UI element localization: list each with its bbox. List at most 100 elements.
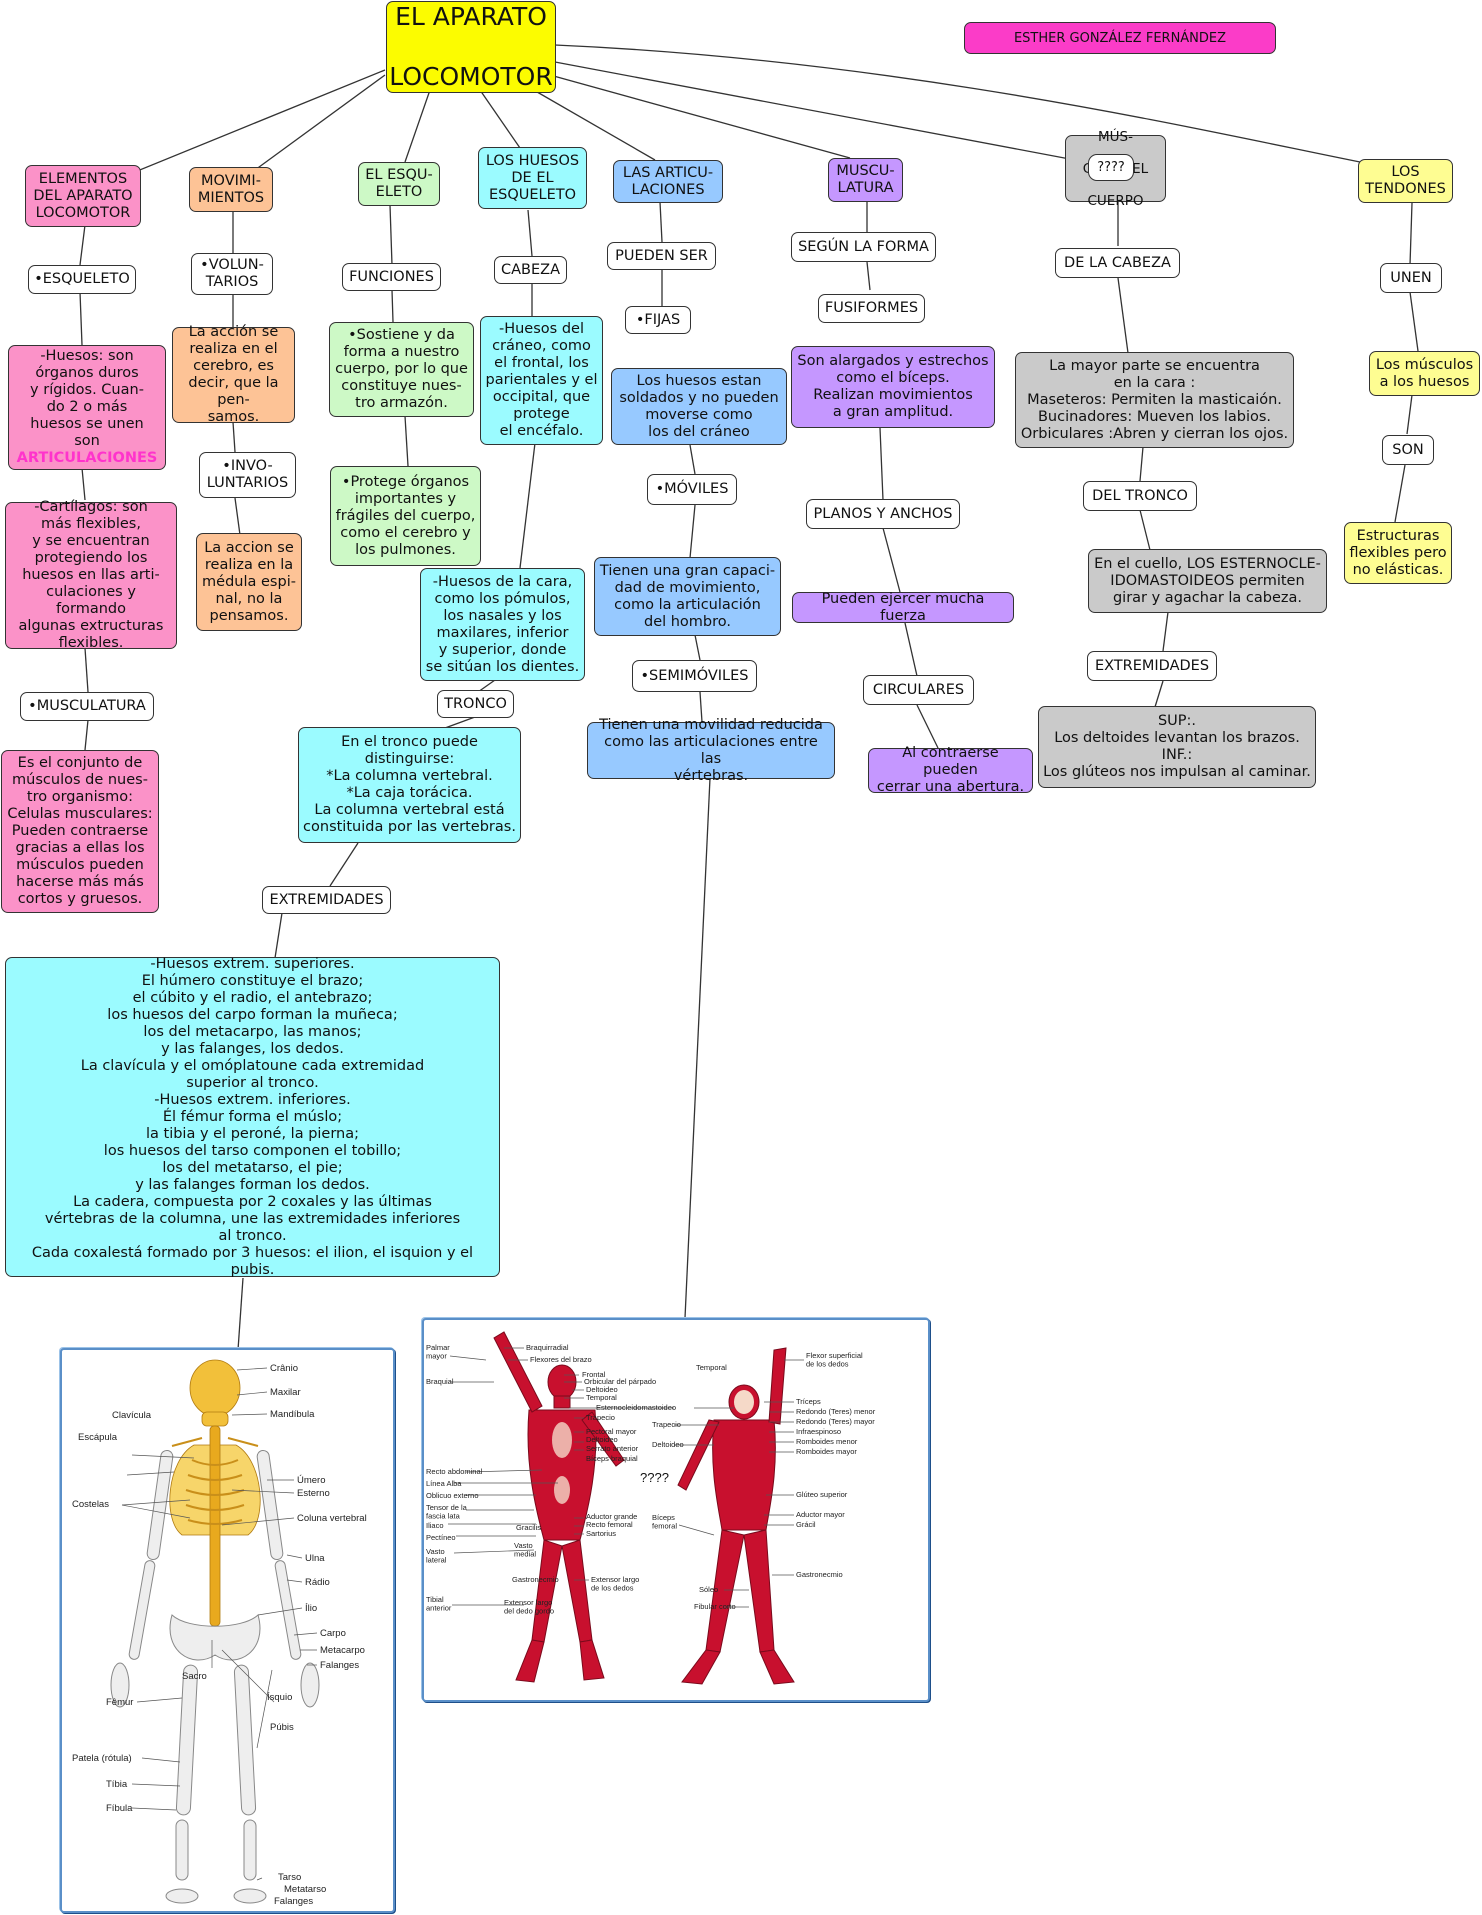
label-esterno: Esterno [297,1488,330,1499]
circulares-description: Al contraerse pueden cerrar una abertura… [868,745,1033,795]
tendones-header[interactable]: LOS TENDONES [1358,159,1453,203]
m-label-deltoideo-back: Deltoideo [652,1440,684,1449]
cabeza-item[interactable]: CABEZA [494,256,567,284]
m-label-trapecio-back: Trapecio [652,1420,681,1429]
page-title: EL APARATO LOCOMOTOR [386,1,556,93]
sostiene-description: •Sostiene y da forma a nuestro cuerpo, p… [329,322,474,417]
semimoviles-item[interactable]: •SEMIMÓVILES [632,660,757,692]
cara-description: -Huesos de la cara, como los pómulos, lo… [420,568,585,681]
pueden-ser-item[interactable]: PUEDEN SER [607,242,716,270]
m-label-esternocleidomastoideo: Esternocleidomastoideo [596,1403,676,1412]
m-label-gracil: Grácil [796,1520,816,1529]
label-femur: Fêmur [106,1697,133,1708]
esqueleto-item[interactable]: •ESQUELETO [28,265,136,294]
tronco-item[interactable]: TRONCO [437,690,514,718]
m-label-orbicular: Orbicular del párpado [584,1377,656,1386]
label-falanges-mao: Falanges [320,1660,359,1671]
m-label-aductor-grande: Aductor grande [586,1512,637,1521]
huesos-definition: -Huesos: son órganos duros y rígidos. Cu… [8,345,166,470]
esqueleto-header[interactable]: EL ESQU- ELETO [358,162,440,206]
musculatura-item[interactable]: •MUSCULATURA [20,692,154,721]
label-tibia: Tíbia [106,1779,128,1790]
skeleton-illustration: Crânio Maxilar Mandíbula Úmero Esterno C… [72,1359,367,1907]
cabeza-musculos-description: La mayor parte se encuentra en la cara :… [1015,352,1294,448]
moviles-item[interactable]: •MÓVILES [647,474,737,505]
label-falanges-pe: Falanges [274,1896,313,1907]
son-item[interactable]: SON [1382,435,1434,465]
extremidades-musculos-description: SUP:. Los deltoides levantan los brazos.… [1038,706,1316,788]
m-label-serrato: Serrato anterior [586,1444,639,1453]
fusiformes-item[interactable]: FUSIFORMES [818,294,925,323]
protege-description: •Protege órganos importantes y frágiles … [330,466,481,566]
musculos-header-line1: MÚS- [1098,128,1133,145]
m-label-aductor-mayor: Aductor mayor [796,1510,845,1519]
tronco-description: En el tronco puede distinguirse: *La col… [298,727,521,843]
moviles-description: Tienen una gran capaci- dad de movimient… [594,557,781,636]
circulares-item[interactable]: CIRCULARES [863,675,974,705]
cabeza-musculos-item[interactable]: DE LA CABEZA [1055,248,1180,278]
huesos-header[interactable]: LOS HUESOS DE EL ESQUELETO [478,147,587,209]
label-mandibula: Mandíbula [270,1409,315,1420]
unknown-overlay-badge: ???? [1088,154,1134,181]
semimoviles-description: Tienen una movilidad reducida como las a… [587,717,835,784]
voluntarios-item[interactable]: •VOLUN- TARIOS [191,253,273,295]
m-label-romboides-mayor: Romboides mayor [796,1447,857,1456]
planos-anchos-item[interactable]: PLANOS Y ANCHOS [806,499,960,529]
label-pubis: Púbis [270,1722,294,1733]
voluntarios-description: La acción se realiza en el cerebro, es d… [172,324,295,425]
m-label-temporal-front: Temporal [586,1393,617,1402]
label-carpo: Carpo [320,1628,346,1639]
extremidades-musculos-item[interactable]: EXTREMIDADES [1087,651,1217,681]
elementos-header[interactable]: ELEMENTOS DEL APARATO LOCOMOTOR [25,165,141,227]
m-label-pectoral: Pectoral mayor [586,1427,637,1436]
craneo-description: -Huesos del cráneo, como el frontal, los… [480,316,603,445]
m-label-linea-alba: Línea Alba [426,1479,462,1488]
m-label-braquirradial: Braquirradial [526,1343,569,1352]
unen-description: Los músculos a los huesos [1369,351,1480,396]
label-patela: Patela (rótula) [72,1753,132,1764]
label-escapula: Escápula [78,1432,118,1443]
label-tarso: Tarso [278,1872,301,1883]
m-label-flexores: Flexores del brazo [530,1355,592,1364]
m-label-sartorius: Sartorius [586,1529,616,1538]
m-label-soleo: Sóleo [699,1585,718,1594]
funciones-item[interactable]: FUNCIONES [342,263,441,291]
m-label-deltoideo-2: Deltoideo [586,1435,618,1444]
movimientos-header[interactable]: MOVIMI- MIENTOS [189,167,273,212]
m-label-braquial: Braquial [426,1377,454,1386]
label-radio: Rádio [305,1577,330,1588]
m-label-redondo-mayor: Redondo (Teres) mayor [796,1417,875,1426]
m-label-triceps: Tríceps [796,1397,821,1406]
musculatura-header[interactable]: MUSCU- LATURA [828,158,903,202]
label-cranio: Crânio [270,1363,298,1374]
unen-item[interactable]: UNEN [1380,263,1442,293]
musculos-header-line2b: EL [1132,160,1149,177]
unknown-center-label: ???? [640,1470,669,1485]
label-clavicula: Clavícula [112,1410,152,1421]
label-isquio: Ísquio [267,1692,292,1703]
involuntarios-item[interactable]: •INVO- LUNTARIOS [199,452,296,498]
m-label-fibular: Fibular corto [694,1602,736,1611]
fijas-description: Los huesos estan soldados y no pueden mo… [611,368,787,445]
m-label-temporal-back: Temporal [696,1363,727,1372]
segun-forma-item[interactable]: SEGÚN LA FORMA [791,232,936,262]
m-label-infraespinoso: Infraespinoso [796,1427,841,1436]
tronco-musculos-item[interactable]: DEL TRONCO [1083,481,1197,511]
articulaciones-header[interactable]: LAS ARTICU- LACIONES [613,160,723,203]
involuntarios-description: La accion se realiza en la médula espi- … [196,533,302,631]
label-maxilar: Maxilar [270,1387,301,1398]
huesos-definition-text: -Huesos: son órganos duros y rígidos. Cu… [30,348,144,449]
m-label-gastronecmio-front: Gastronecmio [512,1575,559,1584]
label-sacro: Sacro [182,1671,207,1682]
fijas-item[interactable]: •FIJAS [625,306,691,334]
fusiformes-description: Son alargados y estrechos como el bíceps… [791,346,995,428]
label-fibula: Fíbula [106,1803,133,1814]
extremidades-huesos-item[interactable]: EXTREMIDADES [262,886,391,914]
